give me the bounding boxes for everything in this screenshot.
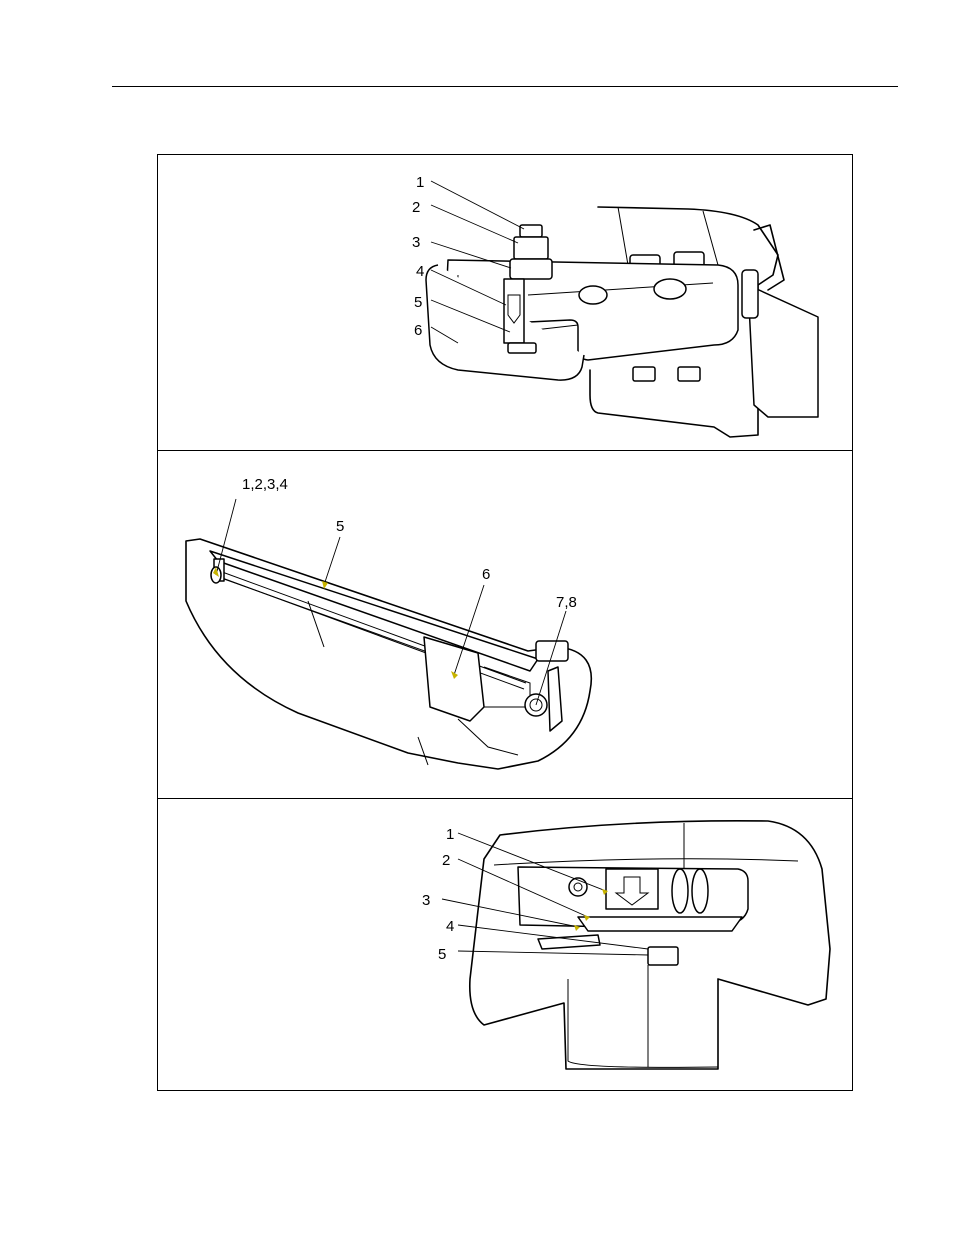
callout-1: 1 <box>416 174 424 191</box>
panel-2-illustration: 1,2,3,4 5 6 7,8 <box>158 451 854 799</box>
callout-1-2-3-4: 1,2,3,4 <box>242 476 288 493</box>
callout-6: 6 <box>414 322 422 339</box>
callout-6: 6 <box>482 566 490 583</box>
callout-3: 3 <box>412 234 420 251</box>
callout-5: 5 <box>414 294 422 311</box>
figure-panel-2: 1,2,3,4 5 6 7,8 <box>158 451 852 799</box>
figure-frame: 1 2 3 4 5 6 <box>157 154 853 1091</box>
callout-7-8: 7,8 <box>556 594 577 611</box>
callout-5: 5 <box>336 518 344 535</box>
callout-4: 4 <box>416 263 424 280</box>
callout-2: 2 <box>412 199 420 216</box>
figure-panel-3: 1 2 3 4 5 <box>158 799 852 1090</box>
figure-panel-1: 1 2 3 4 5 6 <box>158 155 852 451</box>
callout-5: 5 <box>438 946 446 963</box>
callout-3: 3 <box>422 892 430 909</box>
header-rule <box>112 86 898 87</box>
callout-1: 1 <box>446 826 454 843</box>
panel-1-illustration: 1 2 3 4 5 6 <box>158 155 854 451</box>
panel-3-illustration: 1 2 3 4 5 <box>158 799 854 1090</box>
callout-4: 4 <box>446 918 454 935</box>
callout-2: 2 <box>442 852 450 869</box>
